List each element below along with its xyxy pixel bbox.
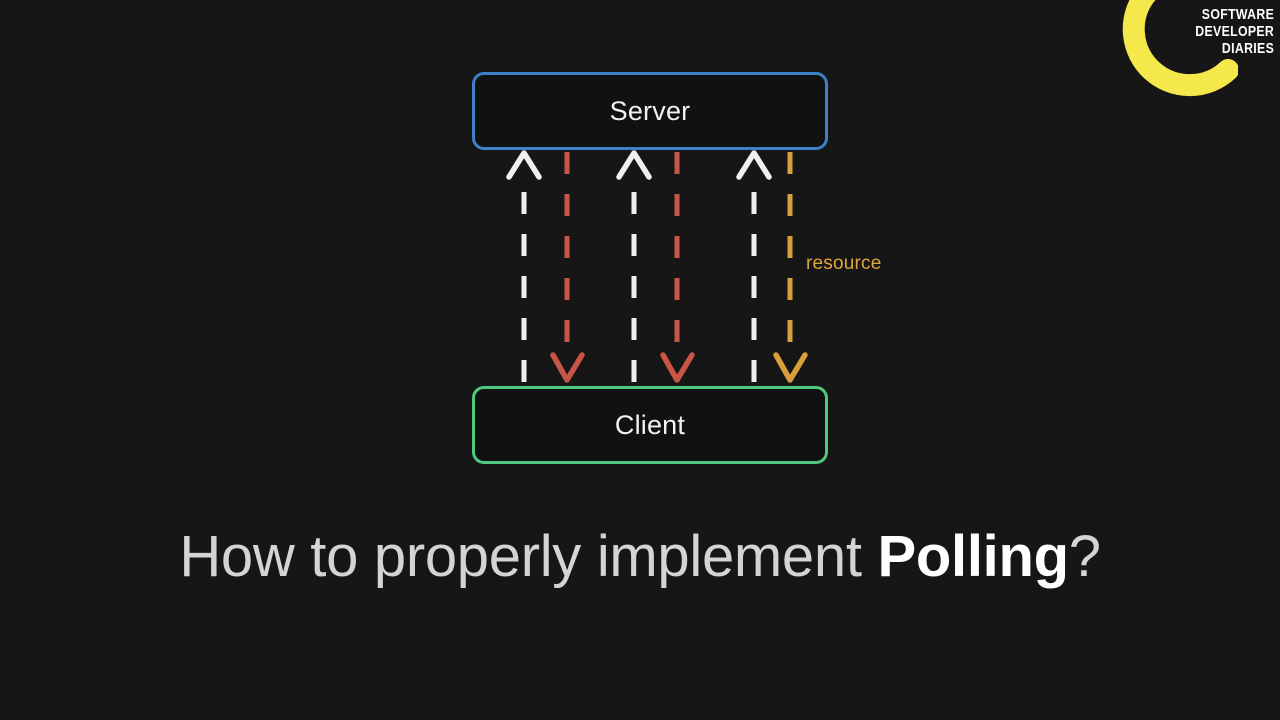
caption-emphasis: Polling: [877, 524, 1069, 589]
brand-wordmark: SOFTWARE DEVELOPER DIARIES: [1195, 6, 1274, 57]
client-node: Client: [472, 386, 828, 464]
brand-line-3: DIARIES: [1221, 40, 1274, 57]
flow-request-3-arrow: [736, 150, 772, 382]
caption-suffix: ?: [1068, 524, 1101, 589]
server-node: Server: [472, 72, 828, 150]
brand-line-2: DEVELOPER: [1195, 23, 1274, 40]
flow-arrows-layer: [506, 150, 808, 383]
brand-line-1: SOFTWARE: [1201, 6, 1274, 23]
flow-response-3-resource-arrow: [773, 152, 808, 383]
caption-prefix: How to properly implement: [179, 524, 878, 589]
client-node-label: Client: [614, 409, 686, 440]
resource-label: resource: [806, 253, 882, 274]
polling-sequence-diagram: Server Client: [472, 72, 882, 464]
slide-caption: How to properly implement Polling?: [0, 512, 1280, 602]
flow-response-1-arrow: [550, 152, 585, 383]
flow-request-2-arrow: [616, 150, 652, 382]
brand-logo: SOFTWARE DEVELOPER DIARIES: [1122, 0, 1280, 118]
brush-arc-icon: [1122, 0, 1238, 97]
server-node-label: Server: [609, 95, 691, 126]
flow-request-1-arrow: [506, 150, 542, 382]
flow-response-2-arrow: [660, 152, 695, 383]
